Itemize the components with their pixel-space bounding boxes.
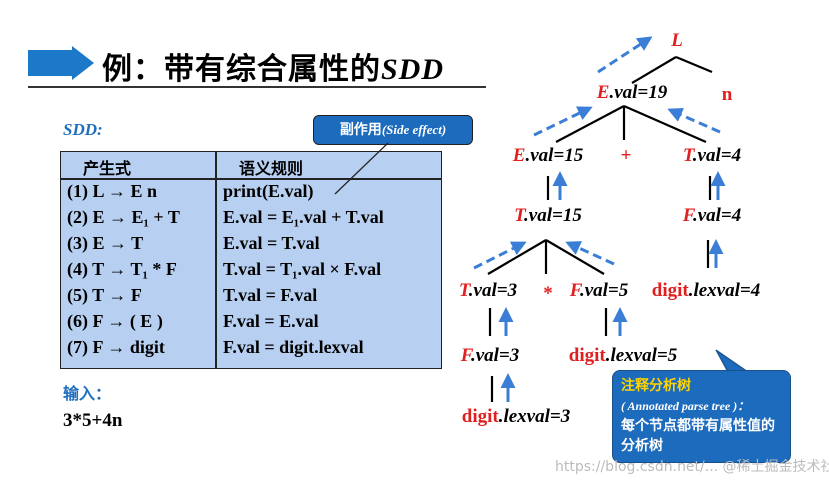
page-title: 例：带有综合属性的SDD bbox=[102, 52, 445, 87]
node-n: n bbox=[721, 84, 733, 105]
header-production: 产生式 bbox=[83, 159, 132, 178]
title-arrow-icon bbox=[28, 46, 94, 80]
edge-T15-T3 bbox=[487, 239, 547, 275]
production-1: (1) L → E n bbox=[67, 181, 158, 201]
input-label: 输入： bbox=[63, 384, 112, 403]
rule-6: F.val = E.val bbox=[223, 311, 319, 331]
rule-1: print(E.val) bbox=[223, 181, 314, 201]
node-L: L bbox=[671, 30, 683, 51]
node-star: * bbox=[543, 283, 553, 304]
node-plus: + bbox=[620, 145, 632, 166]
production-5: (5) T → F bbox=[67, 285, 142, 305]
annotated-english: ( Annotated parse tree )： bbox=[621, 399, 750, 413]
rule-2: E.val = E₁.val + T.val bbox=[223, 207, 384, 227]
flow-arrow-F5-to-T15 bbox=[565, 241, 615, 266]
flow-arrow-E15-to-E19 bbox=[533, 106, 593, 137]
node-E-val-15: E.val=15 bbox=[512, 145, 584, 166]
side-effect-callout: 副作用(Side effect) bbox=[313, 115, 473, 145]
node-F-val-5: F.val=5 bbox=[569, 280, 629, 301]
node-digit-lexval-5: digit.lexval=5 bbox=[568, 345, 678, 366]
sdd-rules-table: 产生式 语义规则 (1) L → E n print(E.val) (2) E … bbox=[60, 151, 442, 369]
edge-E19-E15 bbox=[555, 105, 625, 143]
node-T-val-3: T.val=3 bbox=[458, 280, 518, 301]
table-header-divider bbox=[61, 178, 441, 180]
header-semantic-rule: 语义规则 bbox=[239, 159, 304, 178]
rule-4: T.val = T₁.val × F.val bbox=[223, 259, 382, 279]
node-F-val-4: F.val=4 bbox=[682, 205, 742, 226]
watermark: https://blog.csdn.net/... @稀土掘金技术社区 bbox=[555, 459, 829, 475]
node-T-val-15: T.val=15 bbox=[514, 205, 582, 226]
table-column-divider bbox=[215, 152, 217, 368]
rule-5: T.val = F.val bbox=[223, 285, 318, 305]
production-3: (3) E → T bbox=[67, 233, 144, 253]
rule-7: F.val = digit.lexval bbox=[223, 337, 364, 357]
node-digit-lexval-4: digit.lexval=4 bbox=[651, 280, 761, 301]
node-E-val-19: E.val=19 bbox=[596, 82, 668, 103]
production-2: (2) E → E₁ + T bbox=[67, 207, 180, 227]
production-7: (7) F → digit bbox=[67, 337, 165, 357]
annotated-parse-tree-callout: 注释分析树 ( Annotated parse tree )： 每个节点都带有属… bbox=[612, 370, 791, 463]
flow-arrow-T3-to-T15 bbox=[473, 241, 527, 270]
production-6: (6) F → ( E ) bbox=[67, 311, 163, 331]
flow-arrow-T4-to-E19 bbox=[667, 107, 721, 134]
input-value: 3*5+4n bbox=[63, 410, 123, 431]
flow-arrow-E-to-L bbox=[597, 36, 653, 74]
annotation-pointer bbox=[715, 349, 750, 373]
annotated-title: 注释分析树 bbox=[621, 378, 691, 394]
edge-L-n bbox=[675, 55, 713, 74]
node-digit-lexval-3: digit.lexval=3 bbox=[461, 406, 571, 427]
production-4: (4) T → T₁ * F bbox=[67, 259, 177, 279]
edge-L-E bbox=[631, 56, 677, 84]
annotated-description: 每个节点都带有属性值的分析树 bbox=[621, 418, 775, 454]
rule-3: E.val = T.val bbox=[223, 233, 320, 253]
node-T-val-4: T.val=4 bbox=[682, 145, 742, 166]
edge-E19-T4 bbox=[623, 104, 707, 144]
node-F-val-3: F.val=3 bbox=[460, 345, 520, 366]
sdd-label: SDD: bbox=[63, 120, 103, 139]
side-effect-leader bbox=[334, 142, 389, 195]
edge-T15-F5 bbox=[545, 239, 605, 275]
title-divider bbox=[28, 86, 486, 88]
